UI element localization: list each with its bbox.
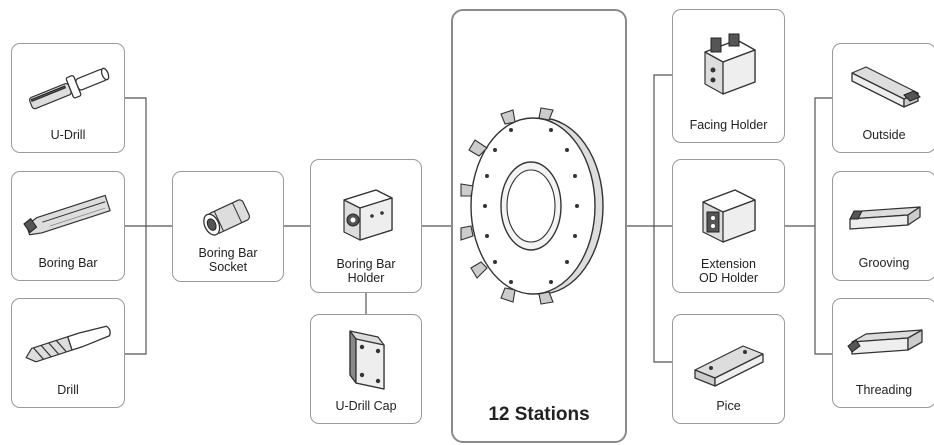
facing-holder-label: Facing Holder [689,118,768,132]
u-drill-icon [12,50,124,128]
threading-tool-label: Threading [855,383,913,397]
drill-node: Drill [11,298,125,408]
extension-od-holder-node: Extension OD Holder [672,159,785,293]
u-drill-cap-label: U-Drill Cap [335,399,397,413]
threading-tool-icon [833,305,934,383]
drill-label: Drill [57,383,79,397]
boring-bar-node: Boring Bar [11,171,125,281]
pice-block-icon [673,321,784,399]
facing-holder-icon [673,28,784,106]
u-drill-node: U-Drill [11,43,125,153]
boring-bar-socket-icon [173,178,283,256]
facing-holder-node: Facing Holder [672,9,785,143]
u-drill-label: U-Drill [50,128,86,142]
outside-tool-label: Outside [862,128,906,142]
drill-icon [12,305,124,383]
extension-od-holder-label: Extension OD Holder [698,257,759,285]
turret-disc-icon [453,101,625,311]
boring-bar-holder-label: Boring Bar Holder [336,257,396,285]
threading-tool-node: Threading [832,298,934,408]
boring-bar-socket-label: Boring Bar Socket [198,246,258,274]
grooving-tool-icon [833,178,934,256]
pice-node: Pice [672,314,785,424]
boring-bar-socket-node: Boring Bar Socket [172,171,284,282]
extension-od-holder-icon [673,176,784,254]
grooving-tool-label: Grooving [858,256,910,270]
boring-bar-label: Boring Bar [38,256,98,270]
outside-tool-node: Outside [832,43,934,153]
pice-label: Pice [716,399,741,413]
boring-bar-icon [12,178,124,256]
u-drill-cap-node: U-Drill Cap [310,314,422,424]
u-drill-cap-icon [311,321,421,399]
turret-node: 12 Stations [451,9,627,443]
outside-tool-icon [833,50,934,128]
boring-bar-holder-icon [311,174,421,252]
turret-label: 12 Stations [488,404,590,425]
grooving-tool-node: Grooving [832,171,934,281]
boring-bar-holder-node: Boring Bar Holder [310,159,422,293]
